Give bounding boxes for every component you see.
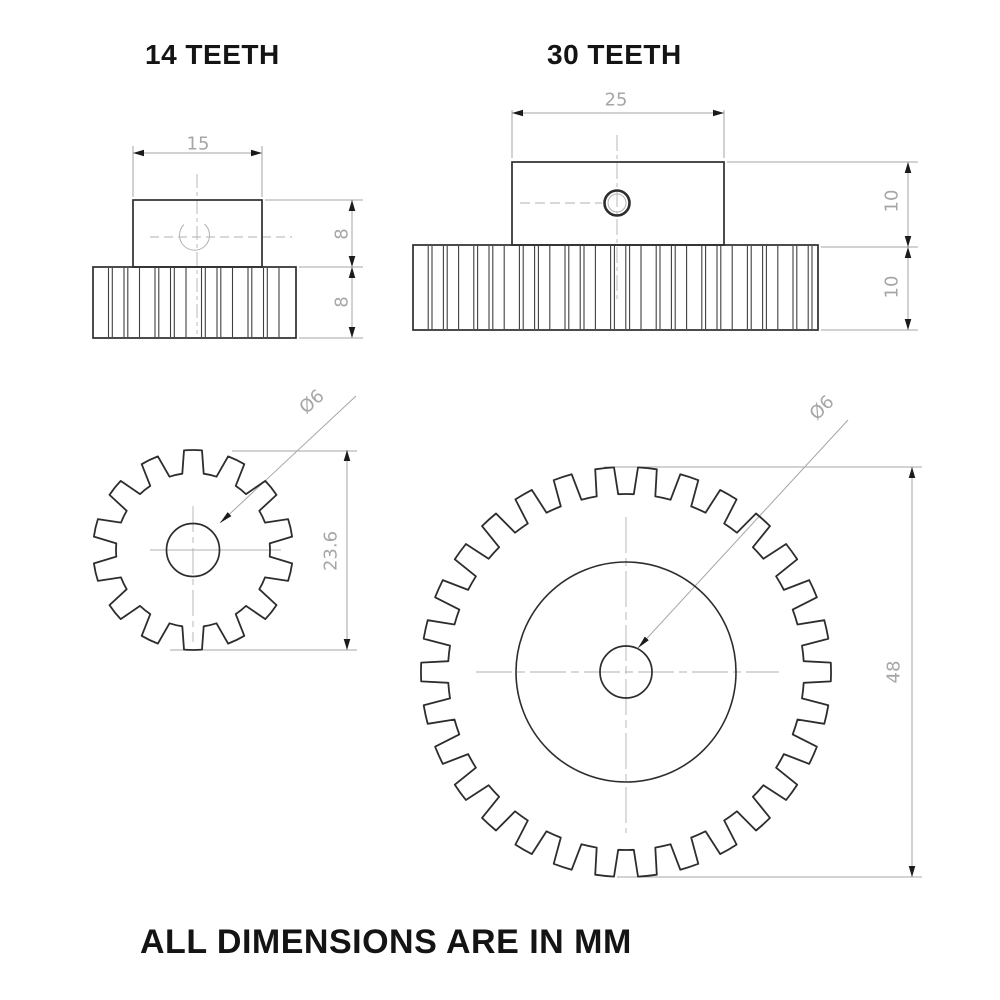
dim-large-face-width: 10 xyxy=(881,275,903,299)
dim-large-outside-diameter: 48 xyxy=(883,660,905,684)
title-large-gear: 30 TEETH xyxy=(547,39,682,70)
title-small-gear: 14 TEETH xyxy=(145,39,280,70)
dim-large-hub-width: 25 xyxy=(604,89,628,111)
dim-large-hub-height: 10 xyxy=(881,189,903,213)
units-note: ALL DIMENSIONS ARE IN MM xyxy=(140,923,632,961)
dim-small-outside-diameter: 23.6 xyxy=(320,530,342,572)
dim-small-face-width: 8 xyxy=(331,296,353,308)
dim-small-hub-height: 8 xyxy=(331,228,353,240)
dim-small-hub-width: 15 xyxy=(186,133,210,155)
